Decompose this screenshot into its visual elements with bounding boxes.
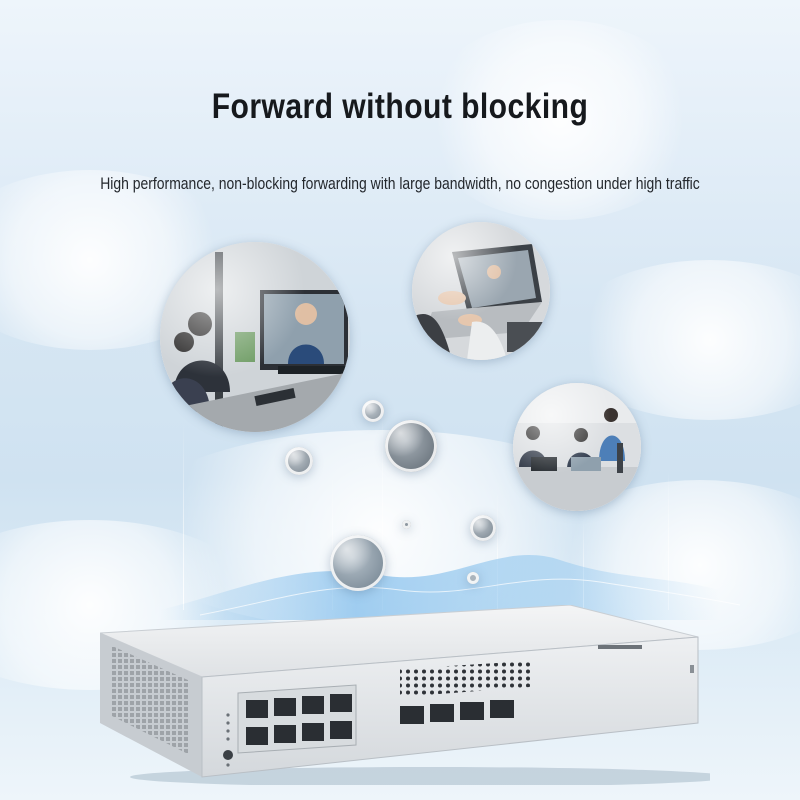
subheadline: High performance, non-blocking forwardin… xyxy=(100,174,700,193)
laptop-typing-scene-illustration xyxy=(412,222,550,360)
office-team-bubble xyxy=(513,383,641,511)
small-bubble xyxy=(402,520,411,529)
headline: Forward without blocking xyxy=(211,87,589,127)
small-bubble xyxy=(330,535,386,591)
light-beam xyxy=(583,520,584,610)
light-beam xyxy=(183,420,184,610)
video-meeting-scene-illustration xyxy=(160,242,350,432)
small-bubble xyxy=(467,572,479,584)
light-beam xyxy=(382,410,383,610)
sfp-port-block xyxy=(400,700,514,724)
small-bubble xyxy=(470,515,496,541)
light-beam xyxy=(668,470,669,610)
data-wave xyxy=(160,555,741,620)
office-team-scene-illustration xyxy=(513,383,641,511)
cloud xyxy=(420,20,700,220)
light-beam xyxy=(497,490,498,610)
small-bubble xyxy=(385,420,437,472)
rj45-port-block xyxy=(237,684,357,754)
small-bubble xyxy=(362,400,384,422)
video-conference-bubble xyxy=(160,242,350,432)
small-bubble xyxy=(285,447,313,475)
laptop-collaboration-bubble xyxy=(412,222,550,360)
network-switch-device xyxy=(100,605,710,785)
